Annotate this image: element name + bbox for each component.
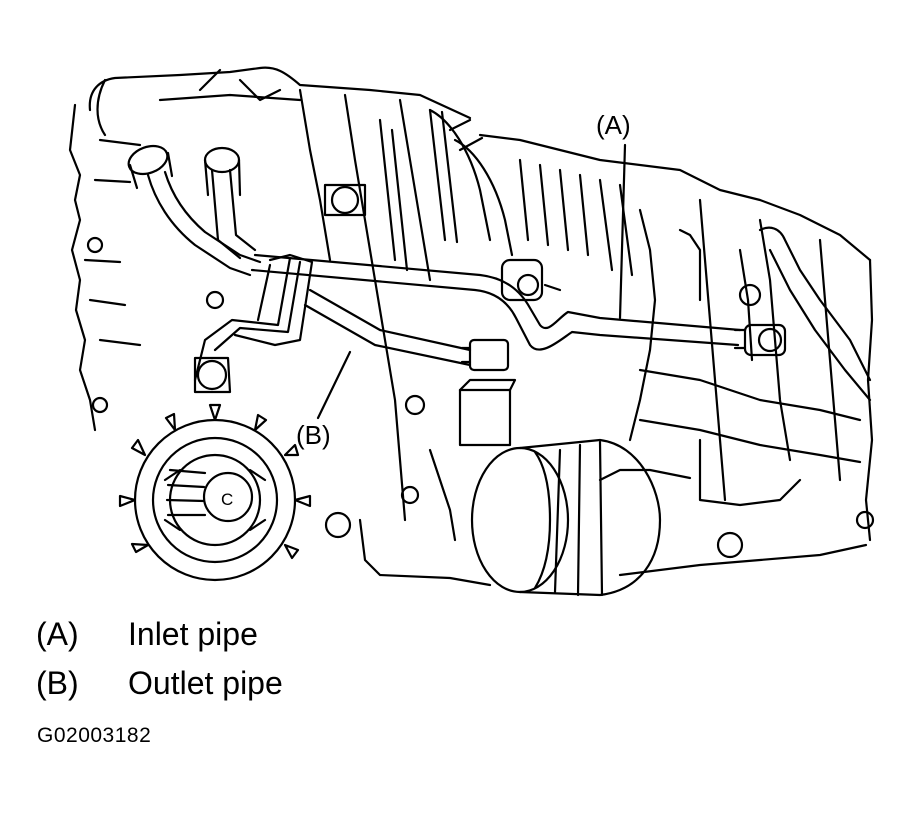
drive-gear: [118, 403, 312, 582]
legend-row-outlet: (B) Outlet pipe: [36, 659, 283, 708]
engine-block-outline: [68, 66, 874, 587]
legend-row-inlet: (A) Inlet pipe: [36, 610, 283, 659]
pipe-caps: [127, 144, 262, 277]
outlet-pipe: [303, 288, 472, 367]
upper-hose: [428, 108, 514, 257]
legend-label: Outlet pipe: [128, 665, 283, 701]
fittings: [86, 183, 875, 559]
callout-c: C: [221, 490, 233, 509]
leader-lines: [316, 143, 627, 420]
callout-a: (A): [596, 110, 631, 140]
callout-b: (B): [296, 420, 331, 450]
legend-label: Inlet pipe: [128, 616, 258, 652]
figure-id: G02003182: [37, 724, 152, 747]
pipe-bracket: [193, 253, 314, 382]
legend-key: (A): [36, 616, 79, 652]
legend: (A) Inlet pipe (B) Outlet pipe: [36, 610, 283, 708]
shaft-c: [165, 468, 254, 523]
legend-key: (B): [36, 665, 79, 701]
engine-pipe-diagram: (A) (B) C: [68, 66, 875, 597]
inlet-pipe: [250, 253, 742, 351]
oil-filter: [470, 438, 662, 597]
